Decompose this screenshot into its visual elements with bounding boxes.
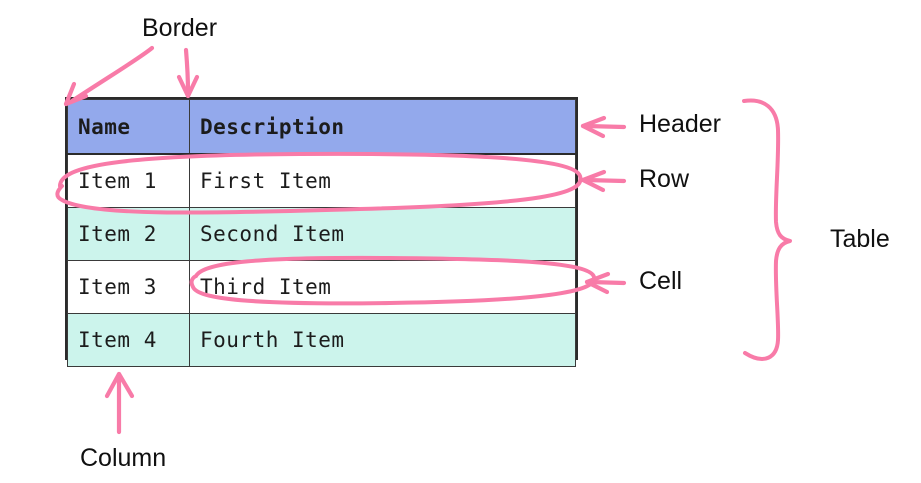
column-header-description: Description bbox=[189, 99, 576, 155]
annotation-label-header: Header bbox=[639, 110, 721, 138]
cell-arrow-icon bbox=[584, 271, 627, 295]
table-header-row: Name Description bbox=[67, 99, 576, 155]
table-row: Item 2 Second Item bbox=[67, 207, 576, 261]
annotation-label-column: Column bbox=[80, 444, 167, 472]
cell-description: Third Item bbox=[189, 260, 576, 314]
table-body: Item 1 First Item Item 2 Second Item Ite… bbox=[67, 153, 576, 367]
table-row: Item 3 Third Item bbox=[67, 260, 576, 314]
annotation-label-table: Table bbox=[830, 225, 890, 253]
cell-name: Item 4 bbox=[67, 313, 190, 367]
table-curly-brace-icon bbox=[742, 98, 792, 361]
annotation-label-cell: Cell bbox=[639, 267, 683, 295]
table-row: Item 1 First Item bbox=[67, 153, 576, 208]
annotation-label-row: Row bbox=[639, 165, 690, 193]
table-row: Item 4 Fourth Item bbox=[67, 313, 576, 367]
cell-name: Item 1 bbox=[67, 153, 190, 208]
row-arrow-icon bbox=[580, 169, 627, 193]
cell-description: Fourth Item bbox=[189, 313, 576, 367]
demo-table: Name Description Item 1 First Item Item … bbox=[67, 99, 576, 367]
cell-description: Second Item bbox=[189, 207, 576, 261]
table-header: Name Description bbox=[67, 99, 576, 155]
border-vertical-arrow-icon bbox=[176, 47, 200, 99]
annotation-label-border: Border bbox=[142, 14, 218, 42]
column-header-name: Name bbox=[67, 99, 190, 155]
table-container: Name Description Item 1 First Item Item … bbox=[65, 97, 578, 367]
border-diagonal-arrow-icon bbox=[63, 45, 155, 107]
cell-name: Item 2 bbox=[67, 207, 190, 261]
header-arrow-icon bbox=[580, 115, 627, 139]
cell-name: Item 3 bbox=[67, 260, 190, 314]
cell-description: First Item bbox=[189, 153, 576, 208]
column-arrow-icon bbox=[104, 371, 135, 435]
